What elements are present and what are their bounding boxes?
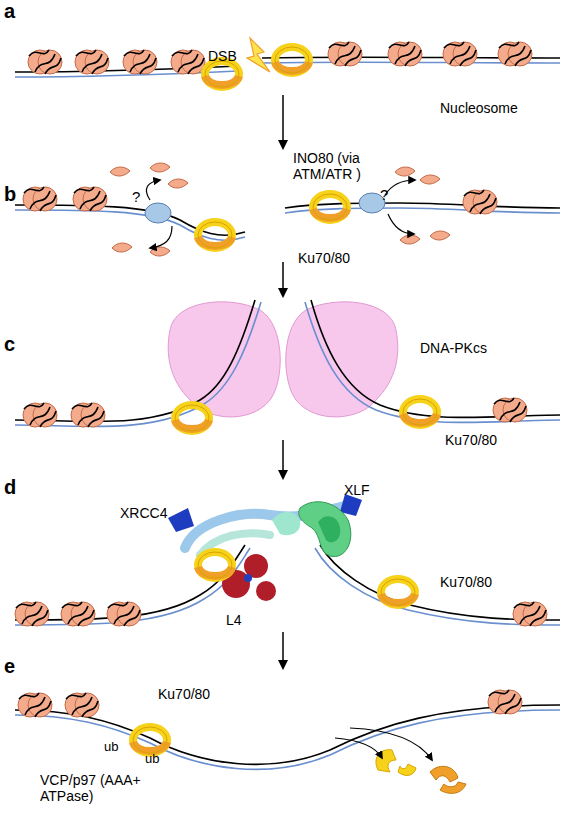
panel-c-art [15,300,560,431]
step-arrows [283,95,284,668]
protein-label: Ku70/80 [445,432,525,448]
protein-label: Ku70/80 [158,686,238,702]
panel-a-art [15,38,560,87]
panel-letter: a [4,0,34,23]
panel-letter: b [4,183,34,206]
protein-label: Ku70/80 [440,574,520,590]
pathway-note: INO80 (via ATM/ATR ) [293,150,405,182]
panel-b-art [15,163,560,256]
protein-label: DNA-PKcs [420,340,520,356]
protein-label: Ku70/80 [298,250,378,266]
panel-letter: d [4,476,34,499]
protein-label: VCP/p97 (AAA+ ATPase) [40,772,160,804]
question-mark: ? [380,186,400,203]
panel-letter: c [4,333,34,356]
protein-label: XLF [344,482,394,498]
panel-d-art [15,494,560,626]
protein-label: L4 [226,612,266,628]
panel-letter: e [4,655,34,678]
modification-label: ub [104,740,134,755]
protein-label: XRCC4 [120,505,190,521]
modification-label: ub [145,752,175,767]
question-mark: ? [132,188,152,205]
dsb-bolt [247,38,270,72]
part-label: Nucleosome [440,100,550,116]
break-label: DSB [208,48,258,64]
